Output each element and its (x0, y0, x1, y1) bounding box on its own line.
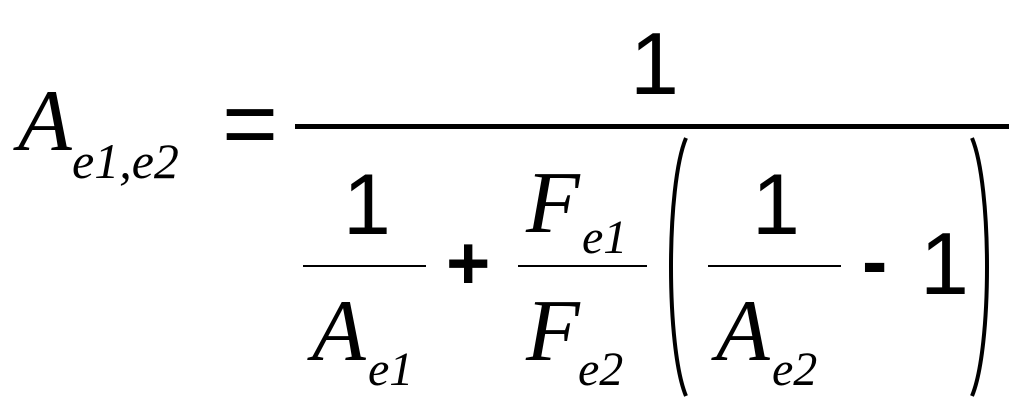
lhs-subscript: e1,e2 (72, 133, 179, 189)
equals-sign: = (222, 70, 279, 177)
right-parenthesis (970, 137, 989, 397)
main-numerator: 1 (630, 14, 679, 113)
term1-denominator-symbol: A (312, 283, 366, 380)
inner-denominator-symbol: A (716, 283, 770, 380)
inner-denominator-subscript: e2 (772, 343, 818, 396)
plus-sign: + (446, 221, 491, 306)
term1-fraction-bar (303, 265, 426, 267)
term2-denominator-subscript: e2 (578, 343, 624, 396)
minus-sign: - (862, 219, 888, 304)
inner-fraction-bar (708, 265, 841, 267)
left-parenthesis (669, 137, 688, 397)
term1-denominator-subscript: e1 (368, 343, 414, 396)
term2-fraction-bar (518, 265, 647, 267)
main-fraction-bar (295, 124, 1009, 129)
term1-numerator: 1 (343, 157, 391, 253)
term2-denominator-symbol: F (526, 283, 580, 380)
paren-one: 1 (920, 214, 969, 313)
lhs-symbol: A (18, 73, 72, 170)
term2-numerator-subscript: e1 (582, 211, 628, 264)
inner-numerator: 1 (752, 157, 800, 253)
term2-numerator-symbol: F (526, 155, 580, 252)
